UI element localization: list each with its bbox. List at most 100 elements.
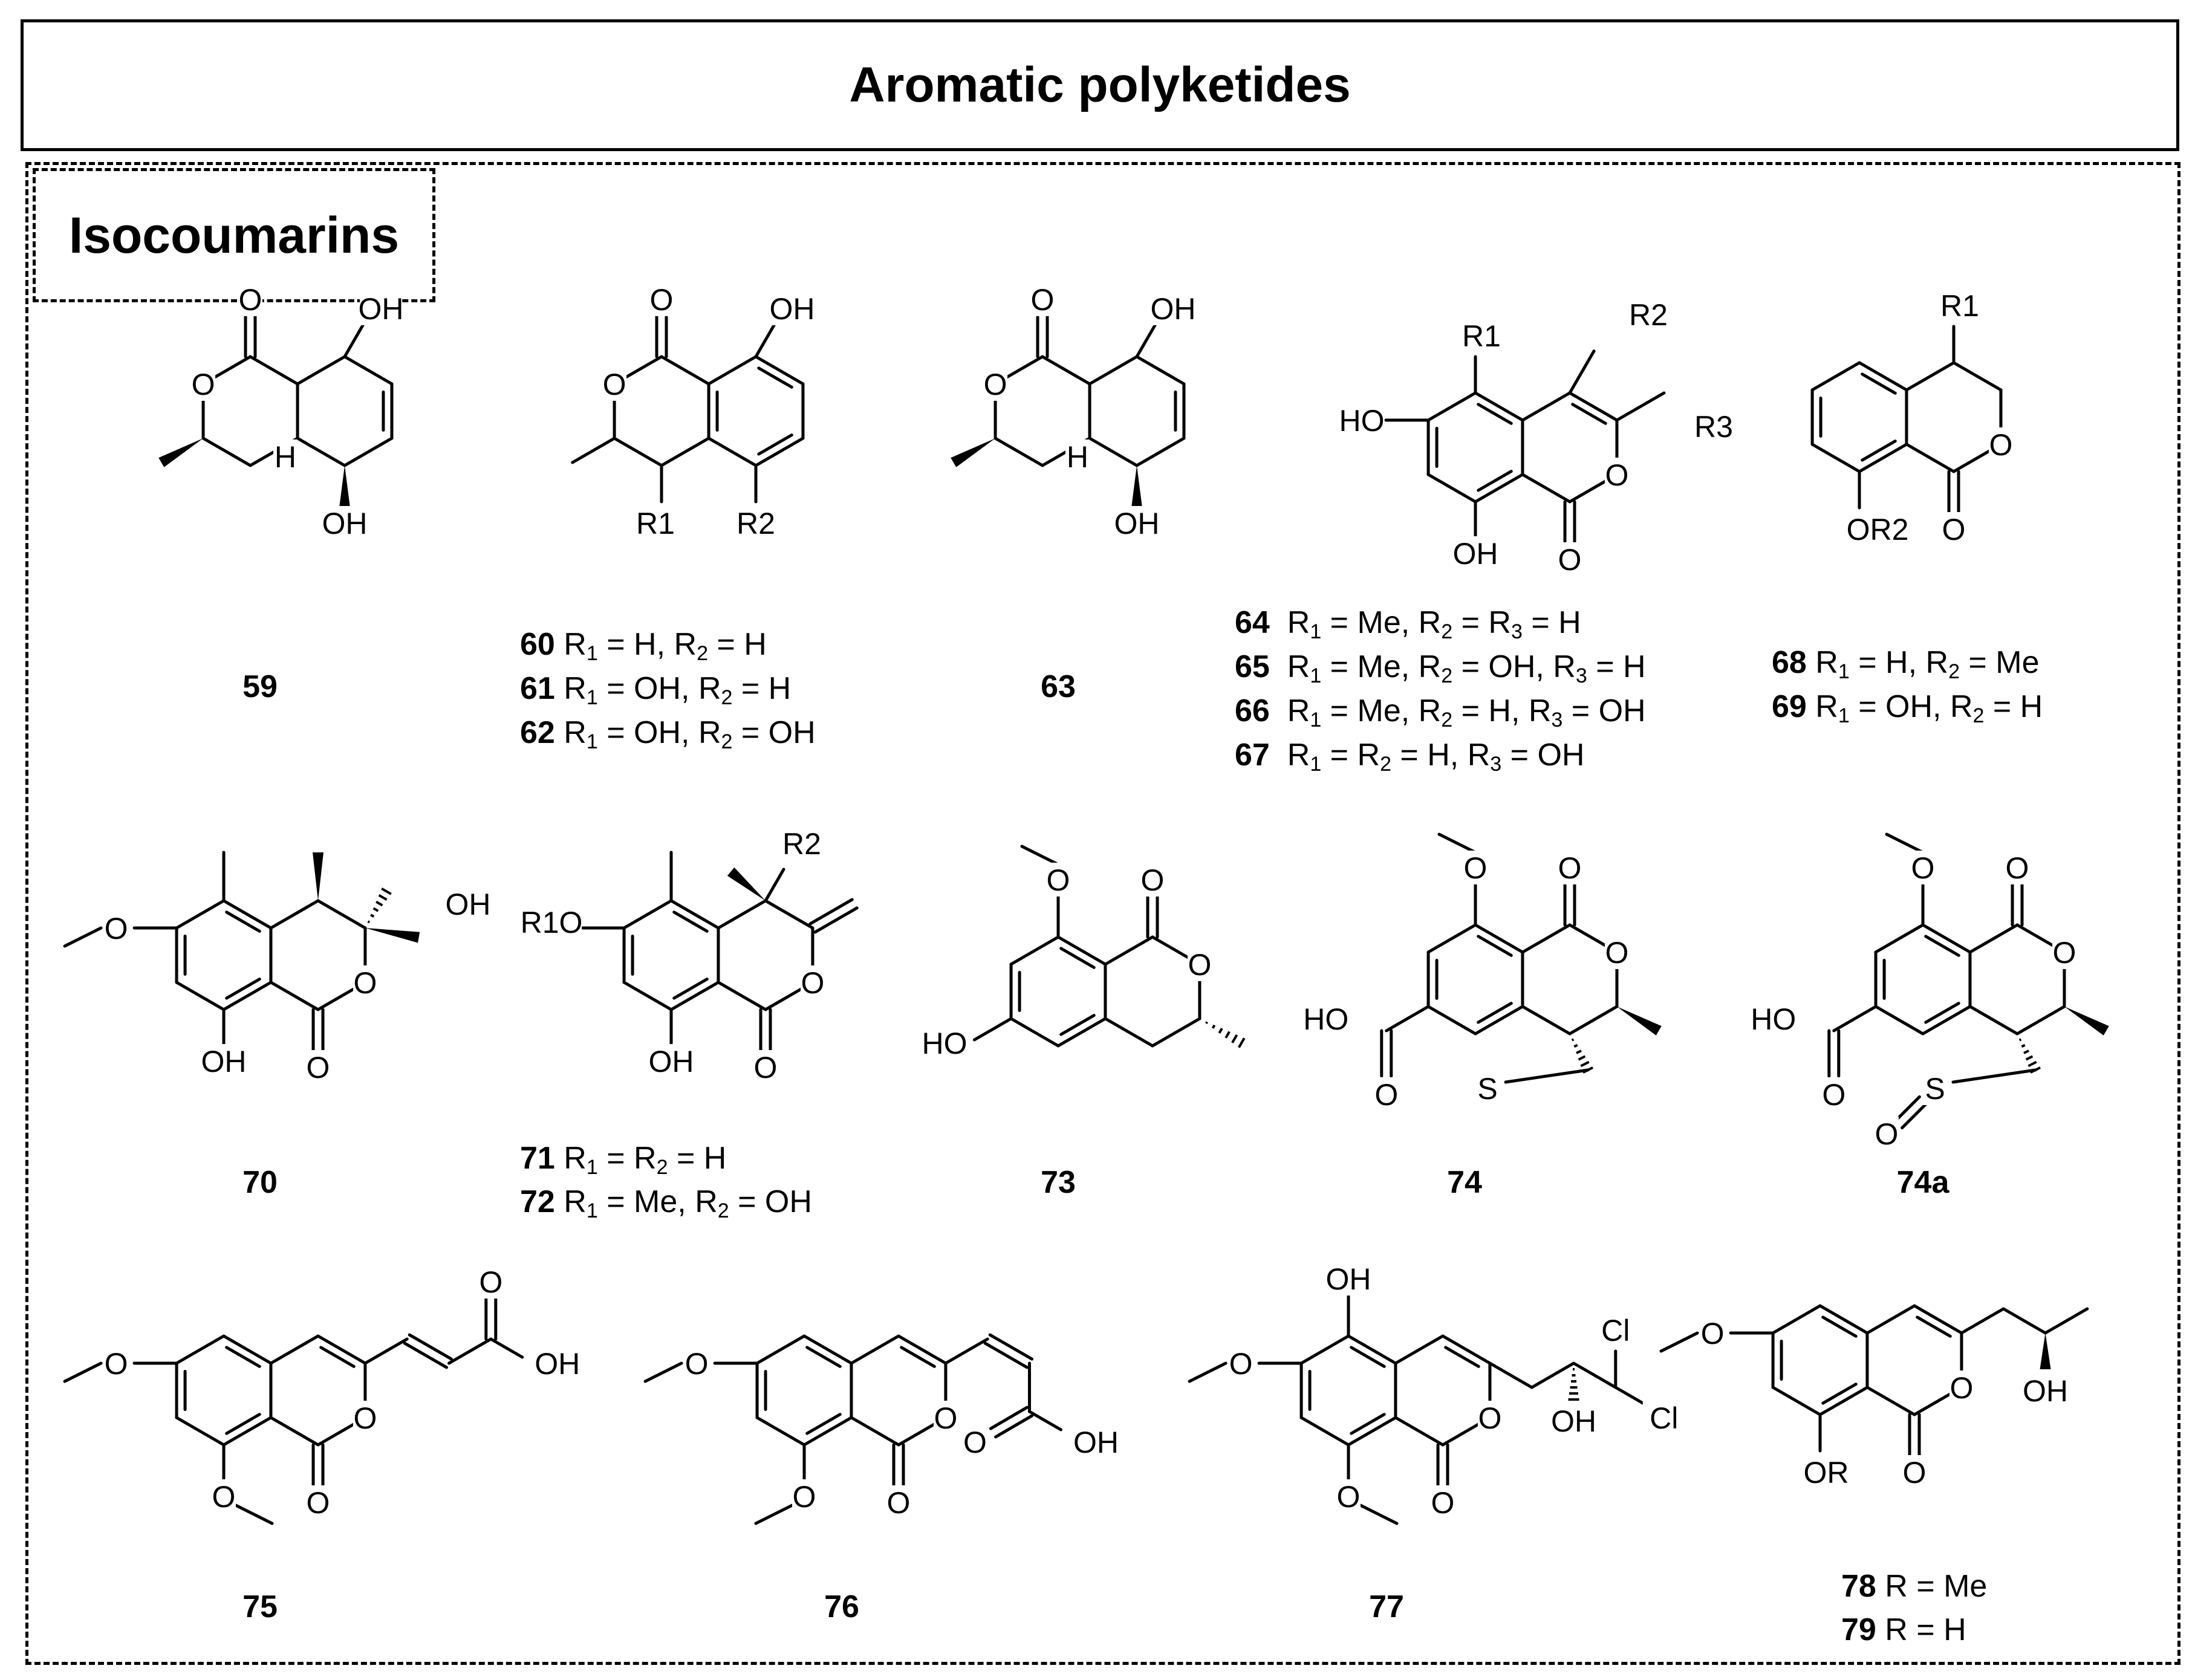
- bond: [296, 436, 346, 467]
- atom-label: O: [603, 368, 626, 401]
- atom-label: O: [1949, 1371, 1973, 1405]
- bond: [1394, 1416, 1445, 1447]
- double-bond-inner: [805, 1346, 842, 1368]
- atom-label-background: [1847, 512, 1908, 546]
- atom-label: O: [1942, 513, 1966, 546]
- atom-label-background: [1627, 297, 1670, 331]
- bond: [850, 1416, 900, 1447]
- atom-label-background: [983, 367, 1008, 401]
- bond: [234, 1503, 274, 1525]
- bond: [1521, 923, 1572, 954]
- atom-label: O: [801, 966, 824, 1000]
- atom-label-background: [771, 291, 813, 325]
- atom-label-background: [923, 1026, 966, 1060]
- atom-label-background: [1140, 863, 1165, 897]
- bond: [764, 899, 815, 930]
- atom-label-background: [886, 1485, 911, 1519]
- double-bond: [897, 1334, 948, 1365]
- wedge-bond: [727, 867, 766, 901]
- atom-label: O: [1229, 1347, 1253, 1381]
- atom-label: O: [685, 1347, 709, 1381]
- double-bond: [988, 1333, 1034, 1361]
- atom-label: OH: [535, 1347, 580, 1381]
- double-bond-inner: [1821, 1315, 1858, 1338]
- atom-label-background: [1923, 1071, 1947, 1105]
- bond: [1041, 355, 1091, 386]
- double-bond: [994, 1414, 1034, 1439]
- wedge-bond: [365, 928, 420, 943]
- bond: [1865, 1386, 1916, 1416]
- atom-label: O: [2052, 936, 2076, 970]
- bond: [764, 868, 785, 903]
- compound-64-caption: 64 R1 = Me, R2 = R3 = H: [1235, 605, 1581, 643]
- hashed-bond: [1237, 1037, 1246, 1048]
- double-bond-inner: [1821, 1383, 1858, 1405]
- atom-label-background: [212, 1479, 236, 1513]
- atom-label-background: [306, 1050, 330, 1084]
- atom-label-background: [1475, 1071, 1500, 1105]
- atom-label: O: [192, 368, 215, 401]
- bond: [993, 436, 1044, 467]
- atom-label-background: [1988, 427, 2013, 461]
- bond: [1394, 1334, 1445, 1365]
- atom-label-background: [2024, 1374, 2067, 1407]
- double-bond-inner: [319, 1346, 356, 1368]
- atom-label-background: [1152, 291, 1194, 325]
- hashed-bond: [378, 894, 388, 901]
- compound-66-caption: 66 R1 = Me, R2 = H, R3 = OH: [1235, 693, 1646, 731]
- atom-label: S: [1925, 1072, 1945, 1106]
- compound-68-caption: 68 R1 = H, R2 = Me: [1772, 645, 2040, 683]
- bond: [755, 1334, 806, 1365]
- double-bond: [1347, 1334, 1397, 1365]
- atom-label-background: [735, 506, 777, 540]
- compound-62-caption: 62 R1 = OH, R2 = OH: [520, 715, 816, 753]
- double-bond: [1901, 1102, 1928, 1130]
- hashed-bond: [1578, 1055, 1586, 1061]
- bond: [1104, 1017, 1154, 1048]
- hashed-bond: [372, 907, 379, 912]
- bond: [754, 318, 779, 358]
- atom-label: OH: [322, 507, 368, 540]
- atom-label-background: [1374, 1077, 1399, 1111]
- bond: [175, 1334, 226, 1365]
- bond: [707, 355, 758, 386]
- bond: [1104, 935, 1154, 966]
- hashed-bond: [2025, 1055, 2034, 1061]
- atom-label-background: [1431, 1485, 1455, 1519]
- double-bond: [1474, 1005, 1524, 1036]
- atom-label-background: [353, 1401, 377, 1435]
- double-bond-inner: [1444, 1346, 1480, 1368]
- bond: [175, 899, 226, 930]
- double-bond-inner: [672, 910, 709, 933]
- wedge-bond: [1131, 465, 1142, 508]
- hashed-bond: [1573, 1043, 1578, 1048]
- double-bond: [1913, 1304, 1963, 1335]
- bond: [1426, 473, 1477, 504]
- atom-label-background: [203, 1044, 245, 1078]
- bond: [622, 899, 673, 930]
- section-label: Isocoumarins: [68, 206, 400, 264]
- atom-label: O: [307, 1486, 330, 1520]
- double-bond: [802, 1334, 853, 1365]
- double-bond: [669, 899, 720, 930]
- bond: [447, 1337, 493, 1365]
- double-bond: [1474, 923, 1524, 954]
- double-bond: [754, 436, 805, 467]
- bond: [754, 1503, 794, 1525]
- atom-label: O: [793, 1480, 816, 1514]
- bond: [850, 1334, 900, 1365]
- compound-71-caption: 71 R1 = R2 = H: [520, 1141, 727, 1179]
- atom-label-background: [1805, 1455, 1847, 1489]
- hashed-bond: [2030, 1066, 2041, 1074]
- wedge-bond: [951, 438, 996, 467]
- bond: [1299, 1334, 1350, 1365]
- hashed-bond: [2028, 1060, 2037, 1068]
- bond: [296, 355, 346, 386]
- hashed-bond: [1224, 1031, 1231, 1039]
- double-bond: [1474, 391, 1524, 422]
- double-bond: [1921, 1005, 1972, 1036]
- atom-label: Cl: [1650, 1401, 1678, 1435]
- double-bond: [813, 906, 859, 934]
- atom-label: O: [1558, 851, 1582, 885]
- atom-label-background: [781, 826, 823, 860]
